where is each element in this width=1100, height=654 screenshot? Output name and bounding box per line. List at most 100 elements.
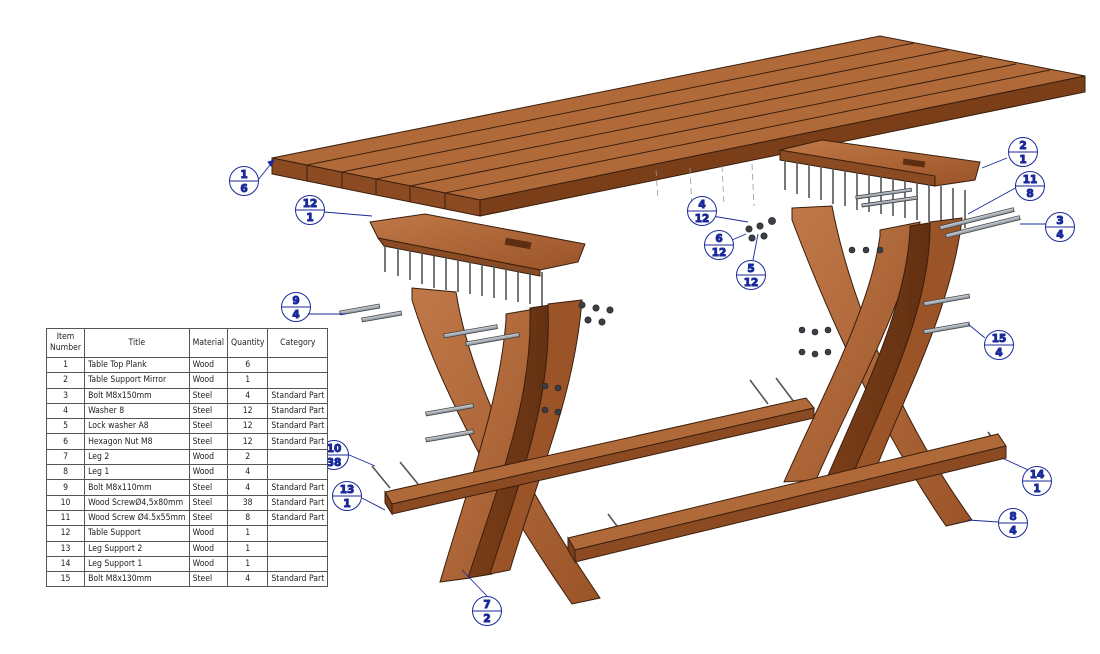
balloon-item-9: 9 4 bbox=[281, 292, 311, 322]
bom-category bbox=[267, 356, 329, 374]
bom-title: Lock washer A8 bbox=[84, 418, 190, 435]
bom-title: Leg Support 1 bbox=[84, 555, 190, 573]
bom-quantity: 2 bbox=[226, 448, 269, 466]
bom-quantity: 12 bbox=[226, 402, 269, 420]
bom-title: Wood ScrewØ4,5x80mm bbox=[84, 494, 190, 511]
svg-text:12: 12 bbox=[712, 247, 727, 259]
bom-material: Wood bbox=[188, 525, 228, 542]
bom-quantity: 12 bbox=[226, 418, 269, 435]
bom-category: Standard Part bbox=[267, 418, 329, 435]
svg-text:4: 4 bbox=[1056, 229, 1063, 241]
bom-category: Standard Part bbox=[267, 387, 329, 404]
svg-text:12: 12 bbox=[695, 213, 710, 225]
bom-title: Hexagon Nut M8 bbox=[84, 433, 190, 450]
bom-category: Standard Part bbox=[267, 402, 329, 420]
bom-title: Washer 8 bbox=[84, 402, 190, 420]
bolts bbox=[339, 187, 1021, 443]
bom-item-number: 9 bbox=[45, 479, 86, 496]
table-support bbox=[369, 213, 586, 277]
balloon-item-8: 8 4 bbox=[998, 508, 1028, 538]
bom-category: Standard Part bbox=[267, 479, 329, 496]
bom-item-number: 7 bbox=[45, 448, 86, 466]
table-support-mirror bbox=[779, 139, 981, 187]
svg-text:3: 3 bbox=[1056, 215, 1063, 227]
washers-and-nuts bbox=[541, 217, 884, 416]
bom-quantity: 12 bbox=[226, 433, 269, 450]
balloon-item-4: 4 12 bbox=[687, 196, 717, 226]
svg-text:6: 6 bbox=[240, 183, 247, 195]
right-leg-assembly bbox=[783, 205, 973, 527]
svg-text:4: 4 bbox=[995, 347, 1002, 359]
svg-text:4: 4 bbox=[698, 199, 705, 211]
svg-text:38: 38 bbox=[327, 457, 342, 469]
bom-material: Wood bbox=[188, 464, 228, 481]
bom-item-number: 14 bbox=[45, 555, 86, 573]
balloon-item-2: 2 1 bbox=[1008, 137, 1038, 167]
bom-material: Wood bbox=[188, 555, 228, 573]
bom-quantity: 8 bbox=[226, 509, 269, 527]
left-leg-assembly bbox=[411, 287, 601, 605]
bom-material: Wood bbox=[188, 448, 228, 466]
balloon-item-7: 7 2 bbox=[472, 596, 502, 626]
svg-text:10: 10 bbox=[327, 443, 342, 455]
svg-text:4: 4 bbox=[1009, 525, 1016, 537]
bom-material: Steel bbox=[188, 402, 228, 420]
svg-text:1: 1 bbox=[343, 498, 350, 510]
bom-title: Bolt M8x130mm bbox=[84, 571, 190, 588]
part-balloons: 1 6 2 1 3 4 4 12 5 12 6 12 bbox=[229, 137, 1075, 626]
bom-quantity: 1 bbox=[226, 555, 269, 573]
bom-item-number: 15 bbox=[45, 571, 86, 588]
svg-text:11: 11 bbox=[1023, 174, 1038, 186]
bom-item-number: 8 bbox=[45, 464, 86, 481]
svg-text:14: 14 bbox=[1030, 469, 1045, 481]
bom-title: Leg 1 bbox=[84, 464, 190, 481]
bom-category bbox=[267, 540, 329, 557]
bom-category bbox=[267, 372, 329, 389]
bom-quantity: 1 bbox=[226, 525, 269, 542]
bom-item-number: 1 bbox=[45, 356, 86, 374]
balloon-item-12: 12 1 bbox=[295, 195, 325, 225]
balloon-item-15: 15 4 bbox=[984, 330, 1014, 360]
bom-item-number: 11 bbox=[45, 509, 86, 527]
svg-text:1: 1 bbox=[306, 212, 313, 224]
balloon-item-3: 3 4 bbox=[1045, 212, 1075, 242]
bom-quantity: 4 bbox=[226, 387, 269, 404]
table-top-planks bbox=[271, 35, 1086, 217]
balloon-item-14: 14 1 bbox=[1022, 466, 1052, 496]
bom-quantity: 4 bbox=[226, 479, 269, 496]
bom-item-number: 3 bbox=[45, 387, 86, 404]
bom-quantity: 38 bbox=[226, 494, 269, 511]
bom-category: Standard Part bbox=[267, 509, 329, 527]
bom-category: Standard Part bbox=[267, 494, 329, 511]
bom-title: Table Top Plank bbox=[84, 356, 190, 374]
bom-item-number: 13 bbox=[45, 540, 86, 557]
bom-title: Bolt M8x110mm bbox=[84, 479, 190, 496]
bom-item-number: 2 bbox=[45, 372, 86, 389]
bom-title: Table Support Mirror bbox=[84, 372, 190, 389]
svg-text:6: 6 bbox=[715, 233, 722, 245]
leg-supports bbox=[384, 397, 1007, 564]
bom-material: Steel bbox=[188, 494, 228, 511]
bom-material: Wood bbox=[188, 372, 228, 389]
bom-material: Steel bbox=[188, 387, 228, 404]
balloon-item-11: 11 8 bbox=[1015, 171, 1045, 201]
svg-text:12: 12 bbox=[744, 277, 759, 289]
bom-item-number: 5 bbox=[45, 418, 86, 435]
balloon-item-13: 13 1 bbox=[332, 481, 362, 511]
bom-quantity: 4 bbox=[226, 464, 269, 481]
bom-header-title: Title bbox=[84, 328, 190, 358]
